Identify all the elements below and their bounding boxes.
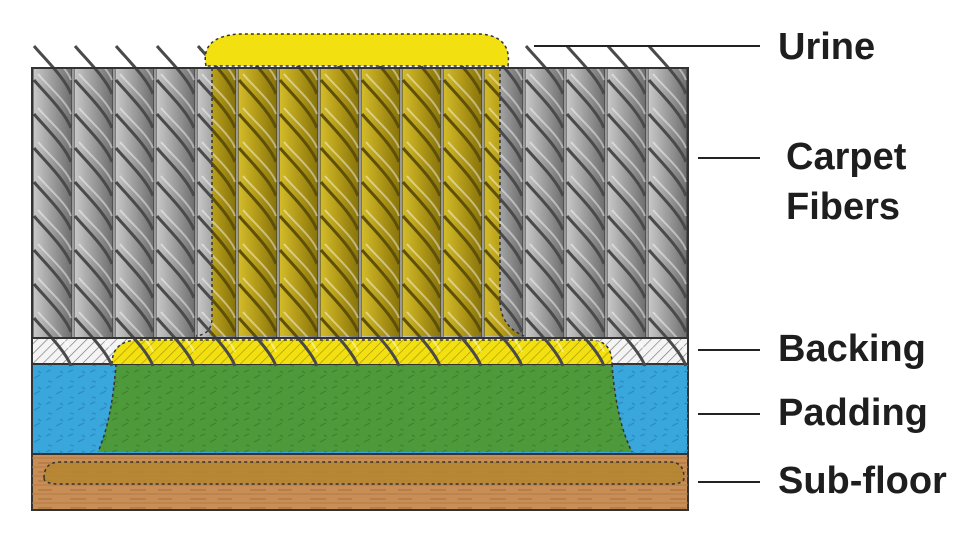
gray-fiber-strand [565,39,606,367]
padding-layer [31,363,689,455]
carpet-fibers-leader-line [698,157,760,159]
urine-leader-line [534,45,760,47]
subfloor-leader-line [698,481,760,483]
gray-fiber-strand [647,39,688,367]
gray-fiber-strand [524,39,565,367]
backing-label: Backing [778,328,926,370]
stained-fiber-strand [442,68,483,336]
subfloor-layer [31,453,689,511]
stained-fiber-strand [319,68,360,336]
urine-label: Urine [778,26,876,68]
carpet-fibers-layer [31,39,689,367]
stained-fiber-strand [401,68,442,336]
gray-fiber-strand [73,39,114,367]
urine-puddle [204,33,510,67]
gray-fiber-strand [155,39,196,367]
padding-label: Padding [778,392,928,434]
stained-fiber-strand [278,68,319,336]
carpet-fibers-label: Carpet Fibers [786,132,906,232]
gray-fiber-strand [114,39,155,367]
backing-layer [31,337,689,365]
gray-fiber-strand [32,39,73,367]
padding-leader-line [698,413,760,415]
carpet-fibers-label-line1: Carpet [786,136,907,178]
stained-fiber-strand [237,68,278,336]
gray-fiber-strand [606,39,647,367]
subfloor-label: Sub-floor [778,460,947,502]
stained-fiber-strand [360,68,401,336]
backing-leader-line [698,349,760,351]
carpet-fibers-label-line2: Fibers [786,186,901,228]
